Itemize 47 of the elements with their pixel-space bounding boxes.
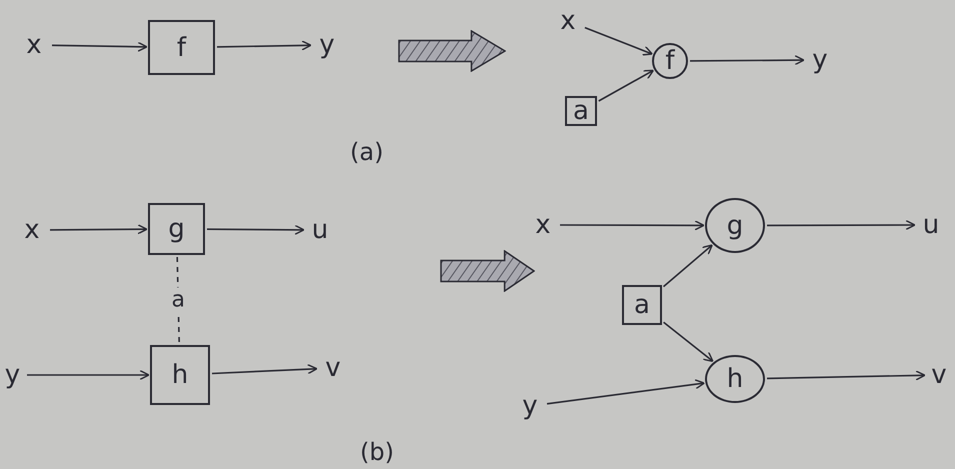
variable-label: v (926, 357, 952, 393)
block-arrow (398, 30, 506, 72)
node-text: g (726, 210, 744, 240)
arrow (690, 54, 805, 66)
arrow (560, 220, 705, 231)
arrow (766, 370, 926, 381)
variable-label: x (553, 3, 583, 39)
panel-label: (a) (350, 138, 384, 166)
process-box (622, 285, 662, 325)
node-text: h (726, 364, 744, 394)
variable-label: v (318, 350, 348, 386)
variable-label: x (16, 212, 48, 248)
variable-label: u (916, 207, 946, 243)
variable-label: y (805, 42, 835, 78)
arrow (50, 224, 148, 234)
arrow (663, 322, 714, 362)
block-arrow (440, 250, 535, 292)
process-box (150, 345, 210, 405)
process-box (148, 20, 215, 75)
variable-label: y (312, 27, 342, 63)
variable-label: y (0, 357, 25, 393)
panel-label: (b) (360, 438, 394, 466)
arrow (584, 26, 653, 56)
arrow (767, 220, 916, 230)
arrow (27, 370, 150, 380)
arrow (207, 224, 305, 236)
variable-label: x (528, 207, 558, 243)
arrow (546, 379, 705, 405)
process-circle (652, 43, 688, 79)
arrow (662, 244, 713, 288)
process-circle (705, 198, 765, 253)
process-circle (705, 355, 765, 403)
arrow (598, 70, 654, 102)
arrow (212, 364, 318, 374)
variable-label: u (305, 212, 335, 248)
node-text: a (634, 290, 650, 320)
node-text: f (665, 46, 675, 76)
node-text: f (176, 32, 186, 62)
process-box (148, 203, 205, 255)
node-text: a (573, 96, 589, 126)
node-text: g (168, 214, 185, 244)
node-text: h (172, 360, 188, 390)
variable-label: y (515, 388, 545, 424)
variable-label: x (18, 27, 50, 63)
arrow (216, 40, 312, 51)
arrow (52, 42, 148, 52)
process-box (565, 96, 597, 126)
